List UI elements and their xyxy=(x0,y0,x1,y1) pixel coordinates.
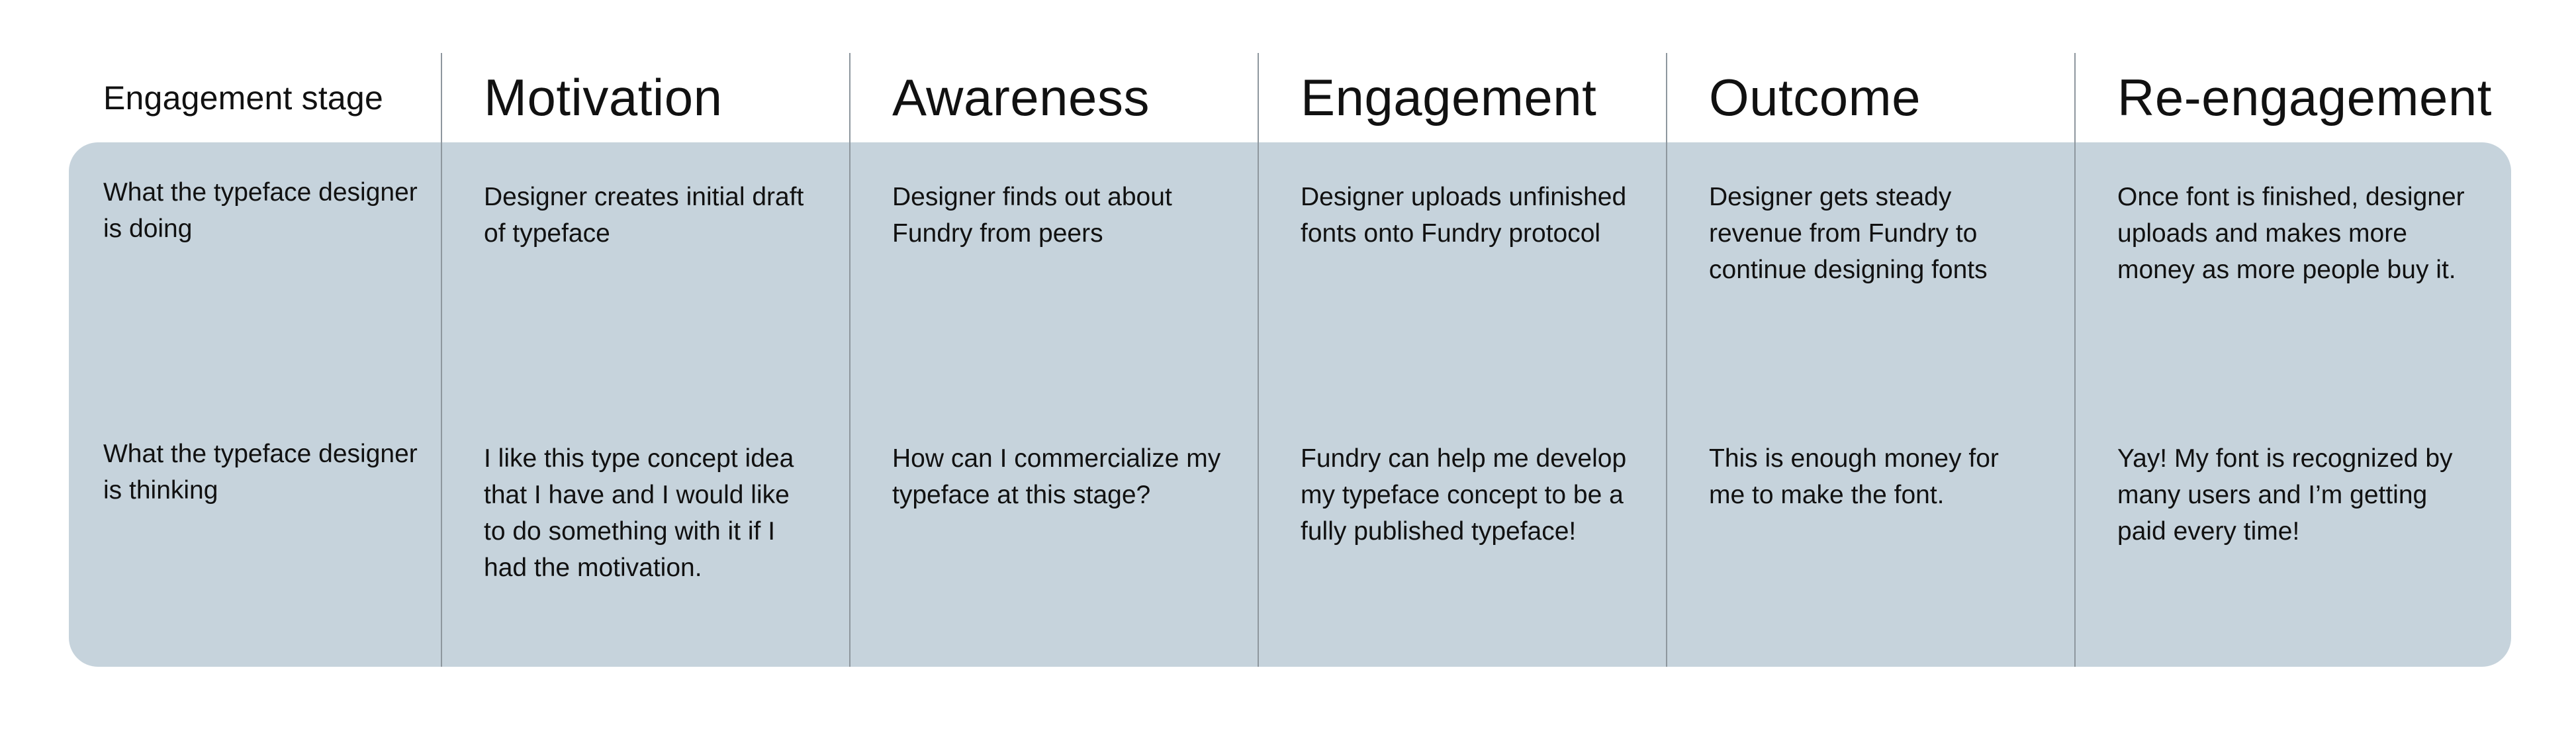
doing-motivation: Designer creates initial draft of typefa… xyxy=(441,142,849,404)
thinking-outcome: This is enough money for me to make the … xyxy=(1666,404,2074,667)
thinking-motivation: I like this type concept idea that I hav… xyxy=(441,404,849,667)
stage-title-outcome: Outcome xyxy=(1666,53,2074,142)
thinking-engagement: Fundry can help me develop my typeface c… xyxy=(1258,404,1666,667)
row-label-header: Engagement stage xyxy=(103,79,383,117)
doing-re-engagement: Once font is finished, designer uploads … xyxy=(2074,142,2511,404)
thinking-re-engagement: Yay! My font is recognized by many users… xyxy=(2074,404,2511,667)
stage-title-motivation: Motivation xyxy=(441,53,849,142)
doing-engagement: Designer uploads unfinished fonts onto F… xyxy=(1258,142,1666,404)
row-label-thinking: What the typeface designer is thinking xyxy=(103,440,418,505)
doing-awareness: Designer finds out about Fundry from pee… xyxy=(849,142,1258,404)
journey-grid: Engagement stage Motivation Awareness En… xyxy=(69,53,2511,667)
stage-title-re-engagement: Re-engagement xyxy=(2074,53,2511,142)
stage-title-engagement: Engagement xyxy=(1258,53,1666,142)
thinking-awareness: How can I commercialize my typeface at t… xyxy=(849,404,1258,667)
content-panel xyxy=(69,142,2511,667)
row-label-doing: What the typeface designer is doing xyxy=(103,178,418,243)
stage-title-awareness: Awareness xyxy=(849,53,1258,142)
doing-outcome: Designer gets steady revenue from Fundry… xyxy=(1666,142,2074,404)
